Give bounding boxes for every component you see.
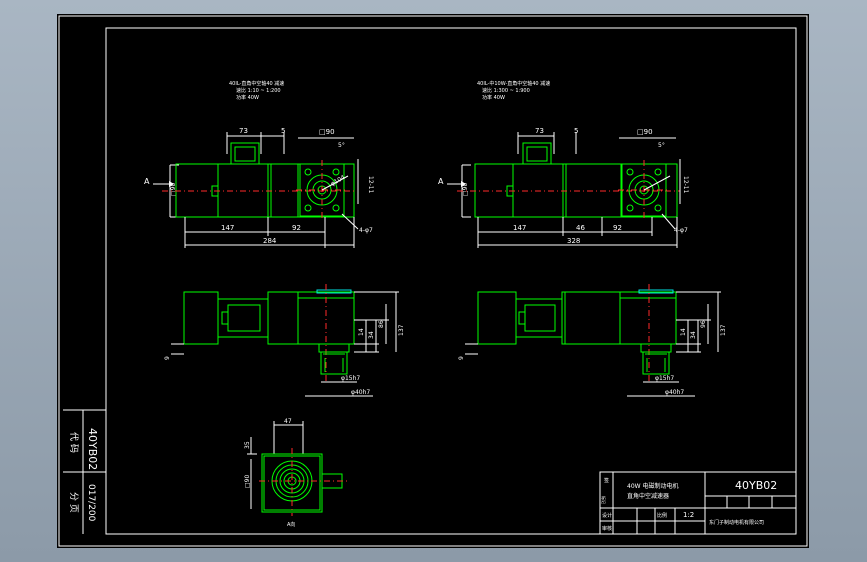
cad-drawing: 40IL-直角中空轴40 减速 速比 1:10 ~ 1:200 功率 40W 4… [58,15,808,547]
dim-86-left: 86 [378,320,385,328]
side-drawing-no: 40YB02 [86,428,99,470]
note-right-1: 40IL-中10W-直角中空轴40 减速 [477,80,550,87]
dim-137-left: 137 [398,324,405,336]
dim-14-right: 14 [680,328,687,336]
dim-holes-left: 4-φ7 [359,227,373,234]
dim-box90-left: □90 [319,128,335,136]
dim-5-right: 5 [574,127,578,135]
top-view-right: 9 14 34 96 137 φ15h7 φ40h7 [458,284,727,397]
dim-92-right: 92 [613,224,622,232]
dim-1211-left: 12-11 [367,176,374,194]
side-block: 代 码 40YB02 分 页 017/200 [63,409,106,534]
dim-angle-left: 5° [338,142,345,149]
dim-328: 328 [567,237,580,245]
title-scale-value: 1:2 [683,511,694,519]
dim-137-right: 137 [720,324,727,336]
note-right-2: 速比 1:300 ~ 1:900 [482,87,530,94]
dim-5-left: 5 [281,127,285,135]
note-left-2: 速比 1:10 ~ 1:200 [236,87,281,94]
side-code-label: 代 码 [68,432,79,453]
dim-73-right: 73 [535,127,544,135]
arrow-a-left: A [144,177,150,186]
dim-14-left: 14 [358,328,365,336]
inner-frame [105,27,797,535]
dim-9-right: 9 [458,356,465,360]
dim-box90-vert-left: □90 [170,183,177,196]
arrow-a-right: A [438,177,444,186]
dim-9-left: 9 [164,356,171,360]
note-left-1: 40IL-直角中空轴40 减速 [229,80,284,87]
dim-147-left: 147 [221,224,234,232]
a-direction-view: 47 35 □90 A向 [244,418,347,528]
dim-phi15-left: φ15h7 [341,375,360,382]
dim-box90-right: □90 [637,128,653,136]
dim-284: 284 [263,237,277,245]
dim-phi40-right: φ40h7 [665,389,684,396]
dim-147-right: 147 [513,224,526,232]
side-sheet: 017/200 [86,484,96,522]
title-drawing-no: 40YB02 [735,479,777,492]
dim-34-right: 34 [690,331,697,339]
title-scale-label: 比例 [657,512,667,519]
dim-1211-right: 12-11 [682,176,689,194]
dim-holes-right: 4-φ7 [674,227,688,234]
dim-34-left: 34 [368,331,375,339]
dim-phi15-right: φ15h7 [655,375,674,382]
view-label-a: A向 [287,521,295,528]
notes-left: 40IL-直角中空轴40 减速 速比 1:10 ~ 1:200 功率 40W [229,80,284,101]
dim-box90-vert-right: □90 [462,183,469,196]
top-view-left: 9 14 34 86 137 φ15h7 φ40h7 [164,284,405,397]
title-desc-1: 40W 电磁制动电机 [627,482,678,490]
dim-73-left: 73 [239,127,248,135]
note-right-3: 功率 40W [482,94,505,101]
dim-angle-right: 5° [658,142,665,149]
title-desc-2: 直角中空减速器 [627,492,669,500]
title-company: 东门子制动电机有限公司 [709,519,764,526]
title-block: 签 标记 40W 电磁制动电机 直角中空减速器 40YB02 设计 审核 比例 … [599,471,797,535]
outer-border [58,15,808,547]
front-view-right: 73 5 □90 A □90 [438,127,689,248]
title-mark2: 标记 [601,496,607,504]
drawing-sheet: 40IL-直角中空轴40 减速 速比 1:10 ~ 1:200 功率 40W 4… [57,14,809,548]
dim-35: 35 [244,441,251,449]
dim-47: 47 [284,418,292,425]
dim-box90-a: □90 [244,475,251,488]
front-view-left: 73 5 □90 A □90 [144,127,374,248]
dim-92-left: 92 [292,224,301,232]
title-mark1: 签 [604,477,609,484]
dim-96-right: 96 [700,320,707,328]
note-left-3: 功率 40W [236,94,259,101]
title-designer: 设计 [602,512,612,519]
notes-right: 40IL-中10W-直角中空轴40 减速 速比 1:300 ~ 1:900 功率… [477,80,550,101]
title-checker: 审核 [602,525,612,532]
dim-phi40-left: φ40h7 [351,389,370,396]
side-scale-label: 分 页 [68,492,79,513]
dim-46-right: 46 [576,224,585,232]
